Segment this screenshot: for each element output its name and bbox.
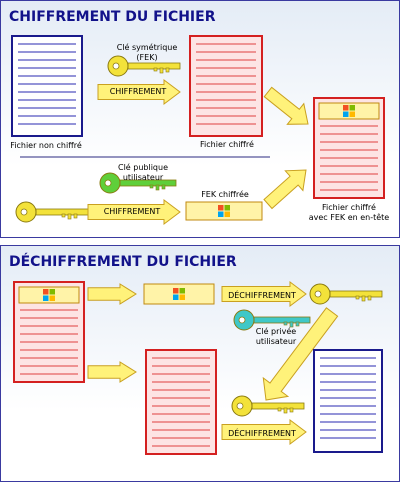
pubkey-label: Clé publique utilisateur [117,163,168,182]
arrow-icon [87,199,181,225]
encrypted-document-icon [313,97,385,199]
encrypt-arrow-2-label: CHIFFREMENT [103,207,161,216]
arrow-icon [97,79,181,105]
public-key-icon [99,172,177,194]
symmetric-key-icon-3 [309,283,383,305]
encryption-title: CHIFFREMENT DU FICHIER [9,9,216,25]
plain-document-icon [11,35,83,137]
encrypted-document-icon [189,35,263,137]
symmetric-key-icon [107,55,181,77]
arrow-icon [87,283,137,305]
fek-encrypted-label: FEK chiffrée [201,190,249,199]
sym-key-label: Clé symétrique (FEK) [116,43,178,62]
plain-document-icon [313,349,383,453]
arrow-icon [87,361,137,383]
windows-logo-icon [43,289,55,301]
cipher-file-label: Fichier chiffré [200,140,254,149]
windows-logo-icon [173,288,185,300]
windows-logo-icon [218,205,230,217]
privkey-label: Clé privée utilisateur [255,327,297,346]
windows-logo-icon [343,105,355,117]
plain-file-label: Fichier non chiffré [10,141,82,150]
arrow-icon [263,169,307,210]
encrypted-fek-box [143,283,215,305]
file-header [18,286,80,304]
result-file-label: Fichier chiffré avec FEK en en-tête [308,203,390,222]
decrypt-arrow-2-label: DÉCHIFFREMENT [228,429,296,438]
encrypted-document-icon [145,349,217,455]
encrypted-document-icon [13,281,85,383]
arrow-icon [262,307,339,401]
decryption-title: DÉCHIFFREMENT DU FICHIER [9,254,237,270]
arrow-icon [221,419,307,445]
arrow-icon [221,281,307,307]
private-key-icon [233,309,311,331]
encrypt-arrow-1-label: CHIFFREMENT [109,87,167,96]
symmetric-key-icon-2 [15,201,89,223]
file-header [318,102,380,120]
encrypted-fek-box [185,201,263,221]
arrow-icon [263,86,309,125]
decrypt-arrow-1-label: DÉCHIFFREMENT [228,291,296,300]
symmetric-key-icon-4 [231,395,305,417]
